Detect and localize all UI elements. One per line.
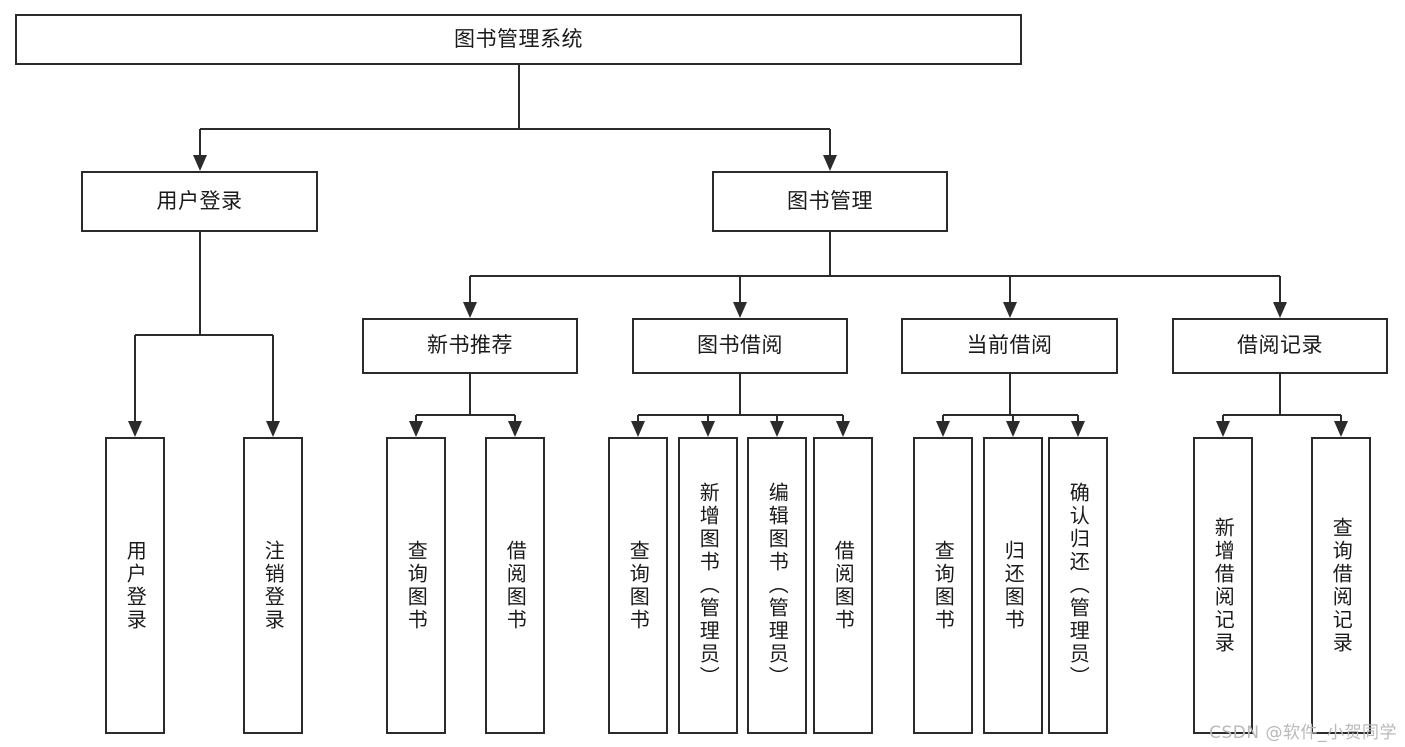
connector-vertical xyxy=(829,232,831,276)
connector-vertical xyxy=(134,335,136,423)
leaf-node-13-label: 查询借阅记录 xyxy=(1329,516,1354,655)
arrowhead-icon xyxy=(823,155,837,171)
connector-horizontal xyxy=(199,128,830,130)
level2-node-1[interactable]: 用户登录 xyxy=(81,171,318,232)
arrowhead-icon xyxy=(409,421,423,437)
arrowhead-icon xyxy=(1006,421,1020,437)
leaf-node-1[interactable]: 用户登录 xyxy=(105,437,165,734)
level3-node-4[interactable]: 借阅记录 xyxy=(1172,318,1388,374)
connector-vertical xyxy=(272,335,274,423)
connector-vertical xyxy=(637,415,639,423)
leaf-node-2[interactable]: 注销登录 xyxy=(243,437,303,734)
leaf-node-6-label: 新增图书（管理员） xyxy=(696,482,721,689)
leaf-node-10[interactable]: 归还图书 xyxy=(983,437,1043,734)
connector-vertical xyxy=(942,415,944,423)
connector-vertical xyxy=(1077,415,1079,423)
connector-vertical xyxy=(776,415,778,423)
leaf-node-4-label: 借阅图书 xyxy=(503,539,528,632)
leaf-node-13[interactable]: 查询借阅记录 xyxy=(1311,437,1371,734)
connector-vertical xyxy=(198,129,201,157)
connector-vertical xyxy=(739,276,741,304)
leaf-node-11[interactable]: 确认归还（管理员） xyxy=(1048,437,1108,734)
arrowhead-icon xyxy=(733,302,747,318)
connector-vertical xyxy=(1340,415,1342,423)
connector-vertical xyxy=(1279,374,1281,415)
connector-vertical xyxy=(514,415,516,423)
arrowhead-icon xyxy=(508,421,522,437)
connector-vertical xyxy=(842,415,844,423)
connector-vertical xyxy=(829,129,831,157)
arrowhead-icon xyxy=(936,421,950,437)
arrowhead-icon xyxy=(701,421,715,437)
connector-horizontal xyxy=(416,414,515,416)
leaf-node-9[interactable]: 查询图书 xyxy=(913,437,973,734)
connector-vertical xyxy=(1222,415,1224,423)
arrowhead-icon xyxy=(1273,302,1287,318)
arrowhead-icon xyxy=(128,421,142,437)
level3-node-3[interactable]: 当前借阅 xyxy=(901,318,1118,374)
watermark-label: CSDN @软件_小贺同学 xyxy=(1209,723,1397,743)
connector-horizontal xyxy=(1223,414,1341,416)
level3-node-3-label: 当前借阅 xyxy=(966,333,1053,358)
connector-vertical xyxy=(1279,276,1281,304)
leaf-node-7[interactable]: 编辑图书（管理员） xyxy=(747,437,807,734)
arrowhead-icon xyxy=(463,302,477,318)
connector-horizontal xyxy=(135,334,273,336)
connector-vertical xyxy=(469,276,471,304)
arrowhead-icon xyxy=(1002,302,1017,318)
leaf-node-10-label: 归还图书 xyxy=(1001,539,1026,632)
leaf-node-6[interactable]: 新增图书（管理员） xyxy=(678,437,738,734)
level2-node-2[interactable]: 图书管理 xyxy=(712,171,948,232)
leaf-node-9-label: 查询图书 xyxy=(931,539,956,632)
leaf-node-8[interactable]: 借阅图书 xyxy=(813,437,873,734)
arrowhead-icon xyxy=(1334,421,1348,437)
connector-horizontal xyxy=(638,414,843,416)
leaf-node-12-label: 新增借阅记录 xyxy=(1211,516,1236,655)
connector-vertical xyxy=(517,65,520,129)
connector-vertical xyxy=(469,374,471,415)
leaf-node-12[interactable]: 新增借阅记录 xyxy=(1193,437,1253,734)
root-node-book-management-system[interactable]: 图书管理系统 xyxy=(15,14,1022,65)
arrowhead-icon xyxy=(631,421,645,437)
connector-horizontal xyxy=(470,275,1280,277)
connector-vertical xyxy=(707,415,709,423)
level3-node-2[interactable]: 图书借阅 xyxy=(632,318,848,374)
level3-node-2-label: 图书借阅 xyxy=(697,333,783,358)
leaf-node-4[interactable]: 借阅图书 xyxy=(485,437,545,734)
connector-vertical xyxy=(1012,415,1014,423)
arrowhead-icon xyxy=(1216,421,1230,437)
leaf-node-2-label: 注销登录 xyxy=(261,539,286,632)
leaf-node-11-label: 确认归还（管理员） xyxy=(1066,482,1091,689)
level3-node-1[interactable]: 新书推荐 xyxy=(362,318,578,374)
connector-vertical xyxy=(198,232,201,335)
level2-node-2-label: 图书管理 xyxy=(787,188,873,213)
root-node-book-management-system-label: 图书管理系统 xyxy=(454,26,583,51)
leaf-node-3[interactable]: 查询图书 xyxy=(386,437,446,734)
leaf-node-7-label: 编辑图书（管理员） xyxy=(765,482,790,689)
leaf-node-3-label: 查询图书 xyxy=(404,539,429,632)
connector-vertical xyxy=(739,374,741,415)
connector-horizontal xyxy=(943,414,1078,416)
leaf-node-1-label: 用户登录 xyxy=(123,539,148,632)
arrowhead-icon xyxy=(770,421,784,437)
arrowhead-icon xyxy=(192,155,207,171)
arrowhead-icon xyxy=(266,421,280,437)
leaf-node-5-label: 查询图书 xyxy=(626,539,651,632)
leaf-node-5[interactable]: 查询图书 xyxy=(608,437,668,734)
arrowhead-icon xyxy=(836,421,850,437)
level2-node-1-label: 用户登录 xyxy=(156,188,243,213)
arrowhead-icon xyxy=(1071,421,1085,437)
connector-vertical xyxy=(415,415,417,423)
connector-vertical xyxy=(1008,374,1011,415)
connector-vertical xyxy=(1008,276,1011,304)
leaf-node-8-label: 借阅图书 xyxy=(831,539,856,632)
level3-node-1-label: 新书推荐 xyxy=(427,333,513,358)
level3-node-4-label: 借阅记录 xyxy=(1237,333,1323,358)
